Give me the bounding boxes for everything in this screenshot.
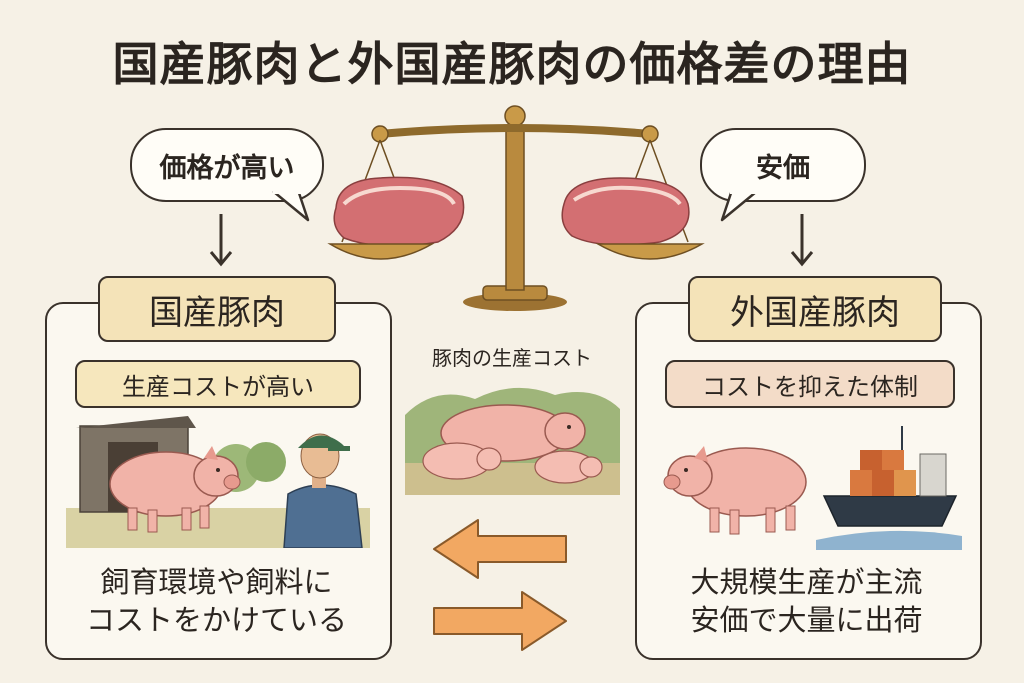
foreign-pork-header: 外国産豚肉 — [688, 276, 942, 342]
right-price-bubble: 安価 — [700, 128, 866, 202]
cargo-ship-icon — [816, 426, 962, 550]
domestic-farm-illustration — [66, 416, 370, 548]
right-bubble-tail-icon — [720, 186, 758, 222]
arrow-right-icon — [433, 591, 567, 651]
domestic-cost-label: 生産コストが高い — [75, 360, 361, 408]
piglet-icon — [422, 442, 502, 480]
right-bubble-text: 安価 — [756, 152, 810, 184]
domestic-pork-title: 国産豚肉 — [149, 292, 285, 333]
center-pigs-illustration — [405, 387, 620, 495]
foreign-desc-line2: 安価で大量に出荷 — [690, 603, 923, 637]
arrow-left-icon — [433, 519, 567, 579]
domestic-description: 飼育環境や飼料に コストをかけている — [55, 563, 378, 639]
foreign-desc-line1: 大規模生産が主流 — [690, 565, 923, 599]
foreign-pork-title: 外国産豚肉 — [730, 292, 900, 333]
production-cost-label: 豚肉の生産コスト — [432, 346, 592, 370]
foreign-cost-text: コストを抑えた体制 — [702, 372, 918, 401]
page-title: 国産豚肉と外国産豚肉の価格差の理由 — [112, 37, 912, 91]
domestic-desc-line1: 飼育環境や飼料に — [100, 565, 333, 599]
foreign-cost-label: コストを抑えた体制 — [665, 360, 955, 408]
farmer-icon — [283, 433, 363, 548]
pig-icon — [109, 446, 241, 533]
piglet-icon — [534, 450, 603, 484]
right-arrow-down-icon — [790, 214, 814, 267]
domestic-desc-line2: コストをかけている — [85, 603, 347, 637]
domestic-cost-text: 生産コストが高い — [122, 372, 314, 401]
left-price-bubble: 価格が高い — [130, 128, 324, 202]
domestic-pork-header: 国産豚肉 — [98, 276, 336, 342]
foreign-illustration — [663, 426, 962, 550]
pig-icon — [663, 446, 807, 535]
foreign-description: 大規模生産が主流 安価で大量に出荷 — [645, 563, 968, 639]
balance-scale-icon — [327, 105, 705, 311]
left-bubble-tail-icon — [272, 186, 310, 222]
left-arrow-down-icon — [209, 214, 233, 267]
left-bubble-text: 価格が高い — [159, 152, 295, 184]
